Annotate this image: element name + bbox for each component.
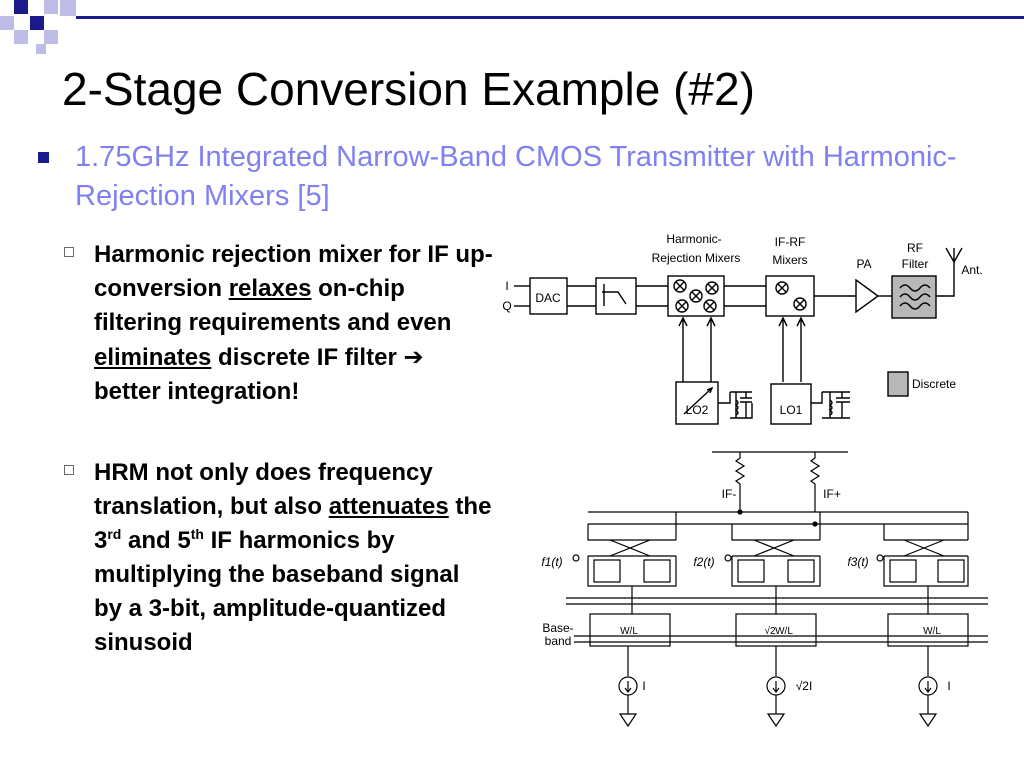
sub-bullet-2: HRM not only does frequency translation,… — [64, 456, 494, 660]
rf-filter-block — [891, 275, 937, 319]
mixer-symbols — [673, 279, 719, 313]
sub-bullet-2-text: HRM not only does frequency translation,… — [94, 459, 492, 656]
label-dac: DAC — [535, 291, 561, 305]
label-baseband-2: band — [545, 634, 572, 648]
discrete-legend-swatch — [887, 371, 909, 397]
pa-amplifier — [855, 278, 880, 314]
label-current-2: √2I — [796, 679, 813, 693]
label-baseband-1: Base- — [542, 621, 573, 635]
label-current-3: I — [947, 679, 950, 693]
hollow-square-bullet-icon — [64, 465, 74, 475]
hollow-square-bullet-icon — [64, 247, 74, 257]
emphasis-relaxes: relaxes — [228, 275, 312, 302]
sub-bullet-1-text: Harmonic rejection mixer for IF up-conve… — [94, 241, 493, 405]
label-filter: Filter — [902, 257, 929, 271]
label-q: Q — [502, 299, 511, 313]
label-if-plus: IF+ — [823, 487, 841, 501]
label-rf: RF — [907, 241, 923, 255]
arrow-icon: ➔ — [403, 343, 424, 371]
slide-title: 2-Stage Conversion Example (#2) — [62, 63, 755, 115]
emphasis-eliminates: eliminates — [94, 344, 212, 371]
header-decoration — [0, 0, 1024, 54]
label-sqrt2: √2 — [764, 625, 775, 637]
hrm-circuit-schematic: IF- IF+ f1(t) f2(t) f3(t) Base- band W/L… — [541, 451, 988, 728]
square-bullet-icon — [38, 152, 49, 163]
sub-bullet-1: Harmonic rejection mixer for IF up-conve… — [64, 238, 494, 409]
label-f2: f2(t) — [693, 555, 714, 569]
ground-icon — [618, 713, 938, 728]
lowpass-filter-block — [595, 277, 637, 315]
transmitter-block-diagram: Harmonic- Rejection Mixers IF-RF Mixers … — [502, 232, 983, 425]
switching-quad-2 — [731, 512, 821, 614]
label-if-minus: IF- — [722, 487, 737, 501]
label-mixers: Mixers — [772, 253, 807, 267]
gm-pair-1 — [589, 613, 671, 647]
label-lo1: LO1 — [780, 403, 803, 417]
main-bullet-text: 1.75GHz Integrated Narrow-Band CMOS Tran… — [75, 141, 957, 212]
dac-block — [529, 277, 568, 315]
main-bullet: 1.75GHz Integrated Narrow-Band CMOS Tran… — [36, 138, 996, 216]
if-rf-mixer-block — [765, 275, 815, 317]
label-if-rf: IF-RF — [775, 235, 806, 249]
emphasis-attenuates: attenuates — [328, 493, 449, 520]
label-pa: PA — [856, 257, 871, 271]
label-f1: f1(t) — [541, 555, 562, 569]
harmonic-rejection-mixer-block — [667, 275, 725, 317]
label-i: I — [505, 279, 508, 293]
switching-quad-1 — [587, 512, 677, 614]
label-wl-3: W/L — [923, 626, 941, 637]
label-discrete: Discrete — [912, 377, 956, 391]
label-f3: f3(t) — [847, 555, 868, 569]
label-wl-2: W/L — [775, 626, 793, 637]
label-rejection-mixers: Rejection Mixers — [652, 251, 741, 265]
label-wl-1: W/L — [620, 626, 638, 637]
antenna-icon — [945, 247, 963, 263]
lo1-block — [770, 383, 812, 425]
label-current-1: I — [642, 679, 645, 693]
switching-quad-3 — [883, 512, 969, 614]
label-harmonic: Harmonic- — [666, 232, 721, 246]
label-ant: Ant. — [961, 263, 982, 277]
